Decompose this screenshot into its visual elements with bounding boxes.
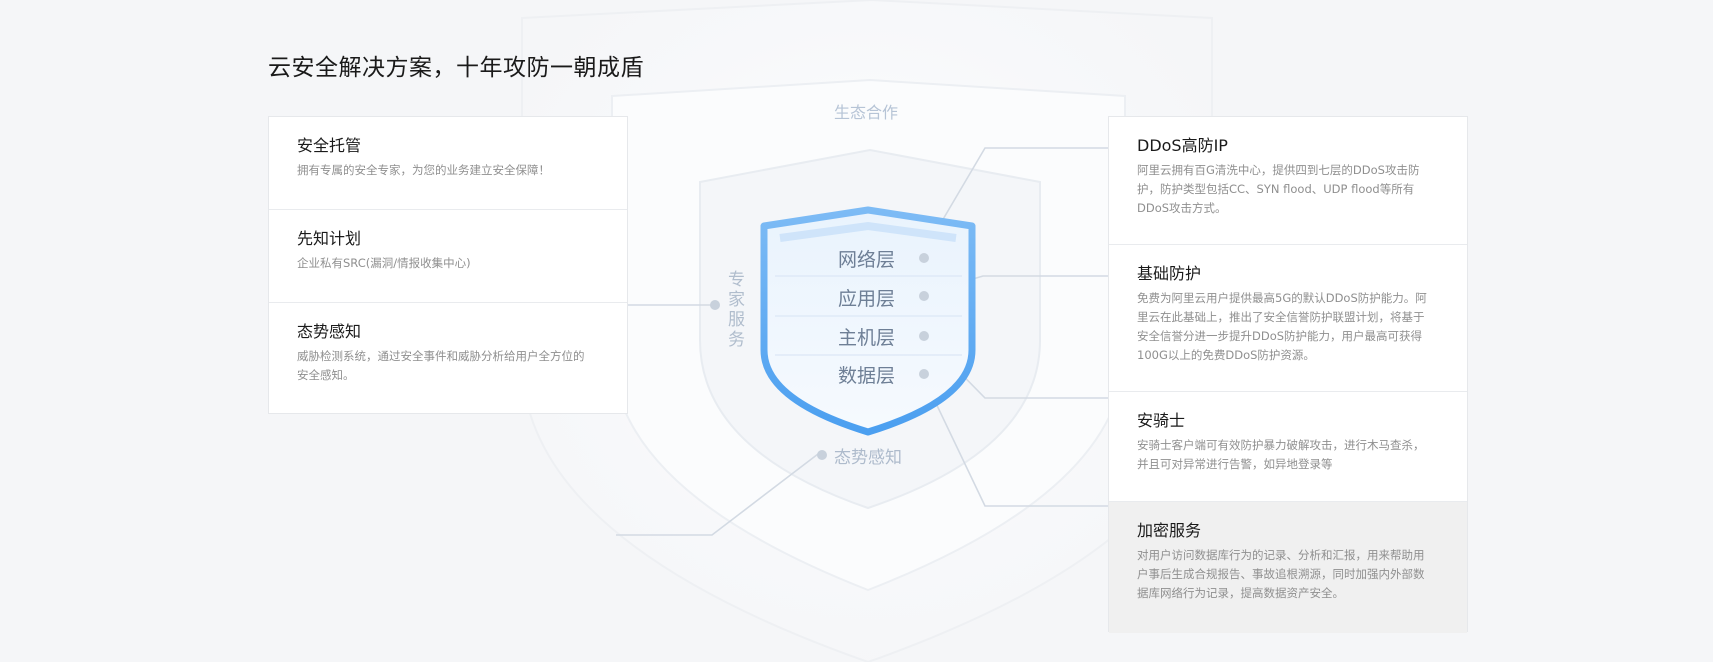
card-desc-line: 据库网络行为记录，提高数据资产安全。 [1137, 586, 1344, 600]
layer-data: 数据层 [838, 365, 895, 387]
card-desc-line: 威胁检测系统，通过安全事件和威胁分析给用户全方位的 [297, 349, 585, 363]
card-title: DDoS高防IP [1137, 136, 1228, 155]
svg-text:服: 服 [728, 310, 745, 330]
service-card-anqishi[interactable]: 安骑士 安骑士客户端可有效防护暴力破解攻击，进行木马查杀， 并且可对异常进行告警… [1109, 392, 1467, 502]
card-title: 加密服务 [1137, 521, 1202, 540]
svg-text:家: 家 [728, 290, 745, 310]
card-desc: 安骑士客户端可有效防护暴力破解攻击，进行木马查杀， 并且可对异常进行告警，如异地… [1137, 436, 1441, 474]
card-title: 基础防护 [1137, 264, 1202, 283]
card-desc-line: 对用户访问数据库行为的记录、分析和汇报，用来帮助用 [1137, 548, 1425, 562]
left-services-panel: 安全托管 拥有专属的安全专家，为您的业务建立安全保障！ 先知计划 企业私有SRC… [268, 116, 628, 414]
label-ecosystem: 生态合作 [834, 103, 898, 122]
card-desc-line: DDoS攻击方式。 [1137, 201, 1227, 215]
card-desc-line: 安全感知。 [297, 368, 355, 382]
service-card-ddos-ip[interactable]: DDoS高防IP 阿里云拥有百G清洗中心，提供四到七层的DDoS攻击防 护，防护… [1109, 117, 1467, 245]
card-desc: 威胁检测系统，通过安全事件和威胁分析给用户全方位的 安全感知。 [297, 347, 601, 385]
service-card-encryption[interactable]: 加密服务 对用户访问数据库行为的记录、分析和汇报，用来帮助用 户事后生成合规报告… [1109, 502, 1467, 633]
label-expert-service: 专 家 服 务 [728, 270, 745, 350]
card-desc: 阿里云拥有百G清洗中心，提供四到七层的DDoS攻击防 护，防护类型包括CC、SY… [1137, 161, 1441, 218]
page-title: 云安全解决方案，十年攻防一朝成盾 [268, 55, 644, 81]
svg-text:务: 务 [728, 330, 745, 350]
layer-network: 网络层 [838, 249, 895, 271]
card-desc-line: 户事后生成合规报告、事故追根溯源，同时加强内外部数 [1137, 567, 1425, 581]
service-card-security-hosting[interactable]: 安全托管 拥有专属的安全专家，为您的业务建立安全保障！ [269, 117, 627, 210]
card-title: 态势感知 [297, 322, 362, 341]
right-services-panel: DDoS高防IP 阿里云拥有百G清洗中心，提供四到七层的DDoS攻击防 护，防护… [1108, 116, 1468, 633]
card-title: 先知计划 [297, 229, 362, 248]
service-card-basic-protection[interactable]: 基础防护 免费为阿里云用户提供最高5G的默认DDoS防护能力。阿 里云在此基础上… [1109, 245, 1467, 392]
card-desc: 免费为阿里云用户提供最高5G的默认DDoS防护能力。阿 里云在此基础上，推出了安… [1137, 289, 1441, 365]
card-desc: 企业私有SRC(漏洞/情报收集中心) [297, 256, 471, 270]
service-card-situational-awareness[interactable]: 态势感知 威胁检测系统，通过安全事件和威胁分析给用户全方位的 安全感知。 [269, 303, 627, 415]
card-title: 安全托管 [297, 136, 362, 155]
card-desc: 对用户访问数据库行为的记录、分析和汇报，用来帮助用 户事后生成合规报告、事故追根… [1137, 546, 1441, 603]
card-desc-line: 并且可对异常进行告警，如异地登录等 [1137, 457, 1333, 471]
main-shield [760, 206, 976, 436]
layer-application: 应用层 [838, 288, 895, 310]
card-desc-line: 安骑士客户端可有效防护暴力破解攻击，进行木马查杀， [1137, 438, 1425, 452]
card-title: 安骑士 [1137, 411, 1186, 430]
service-card-xianzhi-plan[interactable]: 先知计划 企业私有SRC(漏洞/情报收集中心) [269, 210, 627, 303]
card-desc-line: 阿里云拥有百G清洗中心，提供四到七层的DDoS攻击防 [1137, 163, 1420, 177]
svg-text:专: 专 [728, 270, 745, 290]
card-desc: 拥有专属的安全专家，为您的业务建立安全保障！ [297, 163, 550, 177]
card-desc-line: 100G以上的免费DDoS防护资源。 [1137, 348, 1315, 362]
label-situational-awareness: 态势感知 [834, 448, 902, 468]
layer-host: 主机层 [838, 327, 895, 349]
card-desc-line: 安全信誉分进一步提升DDoS防护能力，用户最高可获得 [1137, 329, 1423, 343]
card-desc-line: 里云在此基础上，推出了安全信誉防护联盟计划，将基于 [1137, 310, 1425, 324]
card-desc-line: 护，防护类型包括CC、SYN flood、UDP flood等所有 [1137, 182, 1415, 196]
card-desc-line: 免费为阿里云用户提供最高5G的默认DDoS防护能力。阿 [1137, 291, 1427, 305]
